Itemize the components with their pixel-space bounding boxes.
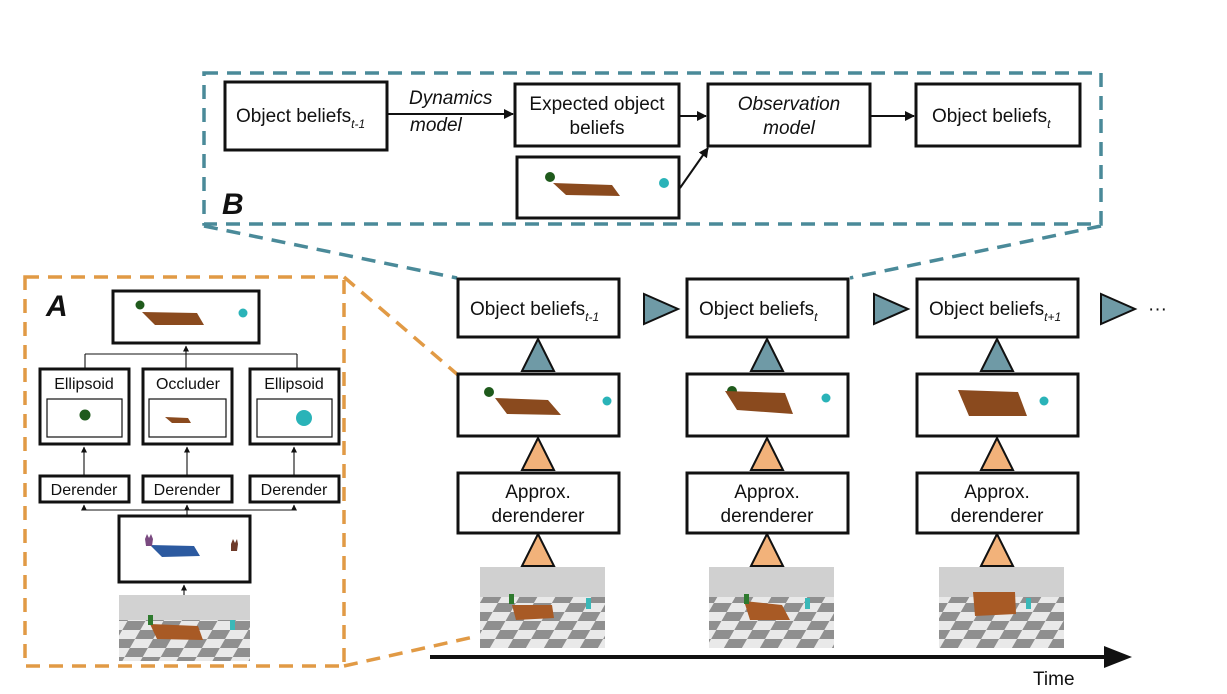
occluder-shape	[165, 417, 191, 423]
cyan-sphere	[602, 396, 612, 406]
green-sphere	[135, 300, 145, 310]
beliefs-label: Object beliefst-1	[470, 299, 599, 324]
derender-module	[141, 474, 234, 504]
input-frame-cyan-object	[1026, 598, 1031, 609]
derenderer-label-1: Approx.	[505, 482, 570, 503]
input-image	[119, 595, 250, 661]
green-sphere	[545, 172, 555, 182]
cyan-sphere	[238, 308, 248, 318]
time-axis-label: Time	[1033, 669, 1075, 690]
input-frame-occluder	[973, 592, 1016, 616]
curr-beliefs-label: Object beliefst	[932, 106, 1051, 131]
flow-triangle	[979, 336, 1015, 372]
beliefs-node	[456, 277, 621, 339]
flow-triangle	[979, 531, 1015, 567]
transition-triangle	[873, 292, 911, 326]
derender-module	[38, 474, 131, 504]
panel-b-dashed-frame	[202, 71, 1103, 226]
input-frame-occluder	[512, 605, 554, 620]
occluder-shape	[725, 391, 793, 414]
flow-triangle	[979, 435, 1015, 471]
derenderer-label-2: derenderer	[492, 506, 586, 527]
cyan-sphere	[1039, 396, 1049, 406]
expected-label-1: Expected object	[529, 94, 665, 115]
derenderer-node	[915, 471, 1080, 535]
panel-a: A Ellipsoid Occluder Ellipsoid Derender	[23, 275, 479, 668]
slot-thumbnail	[46, 398, 123, 438]
beliefs-label: Object beliefst+1	[929, 299, 1061, 324]
flow-triangle	[520, 435, 556, 471]
input-frame-occluder	[744, 601, 790, 620]
input-frame-cyan-object	[586, 598, 591, 609]
zoom-line-a-bottom	[343, 634, 479, 668]
cyan-sphere	[821, 393, 831, 403]
object-mask-right	[231, 539, 238, 551]
observation-label-1: Observation	[738, 94, 840, 115]
slot-type-label: Ellipsoid	[54, 376, 114, 393]
occluder-shape	[553, 183, 620, 196]
derender-label: Derender	[261, 482, 328, 499]
prev-beliefs-label: Object beliefst-1	[236, 106, 365, 131]
derenderer-label-1: Approx.	[734, 482, 799, 503]
input-frame-green-object	[509, 594, 514, 604]
occluder-mask	[150, 545, 200, 557]
derenderer-label-2: derenderer	[721, 506, 815, 527]
flow-triangle	[749, 531, 785, 567]
occluder-shape	[495, 398, 561, 415]
beliefs-node	[915, 277, 1080, 339]
image-to-observation-edge	[679, 147, 709, 189]
flow-triangle	[520, 531, 556, 567]
zoom-line-a-top	[342, 275, 460, 377]
observation-node	[706, 82, 872, 148]
green-sphere	[79, 409, 91, 421]
transition-triangle	[1100, 292, 1138, 326]
panel-b-label: B	[222, 188, 244, 221]
occluder-shape	[958, 390, 1027, 416]
zoom-line-b-right	[849, 224, 1102, 280]
flow-triangle	[749, 435, 785, 471]
derenderer-label-2: derenderer	[951, 506, 1045, 527]
panel-a-label: A	[45, 290, 68, 323]
beliefs-label: Object beliefst	[699, 299, 818, 324]
dynamics-label-2: model	[410, 115, 463, 136]
zoom-line-b-left	[203, 224, 458, 280]
derenderer-label-1: Approx.	[964, 482, 1029, 503]
panel-b: B Object beliefst-1 Dynamics model Expec…	[202, 71, 1103, 280]
derender-label: Derender	[154, 482, 221, 499]
curr-beliefs-node	[914, 82, 1082, 148]
input-frame-cyan-object	[805, 598, 810, 609]
transition-triangle	[643, 292, 681, 326]
prev-beliefs-node	[223, 80, 389, 152]
cyan-sphere	[296, 410, 312, 426]
object-mask-left	[145, 534, 153, 546]
occluder-shape	[142, 312, 204, 325]
beliefs-node	[685, 277, 850, 339]
derender-label: Derender	[51, 482, 118, 499]
green-sphere	[484, 387, 494, 397]
cyan-sphere	[659, 178, 669, 188]
slot-type-label: Ellipsoid	[264, 376, 324, 393]
expected-label-2: beliefs	[570, 118, 625, 139]
dynamics-label-1: Dynamics	[409, 88, 493, 109]
expected-beliefs-node	[513, 82, 681, 148]
derenderer-node	[456, 471, 621, 535]
observation-label-2: model	[763, 118, 816, 139]
slot-type-label: Occluder	[156, 376, 221, 393]
input-frame-green-object	[744, 594, 749, 604]
slot-thumbnail	[256, 398, 333, 438]
flow-triangle	[520, 336, 556, 372]
ellipsis: ···	[1148, 299, 1167, 320]
derender-module	[248, 474, 341, 504]
panel-a-dashed-frame	[23, 275, 346, 668]
time-axis-arrowhead	[1104, 646, 1132, 668]
observation-image-node	[515, 155, 681, 220]
flow-triangle	[749, 336, 785, 372]
